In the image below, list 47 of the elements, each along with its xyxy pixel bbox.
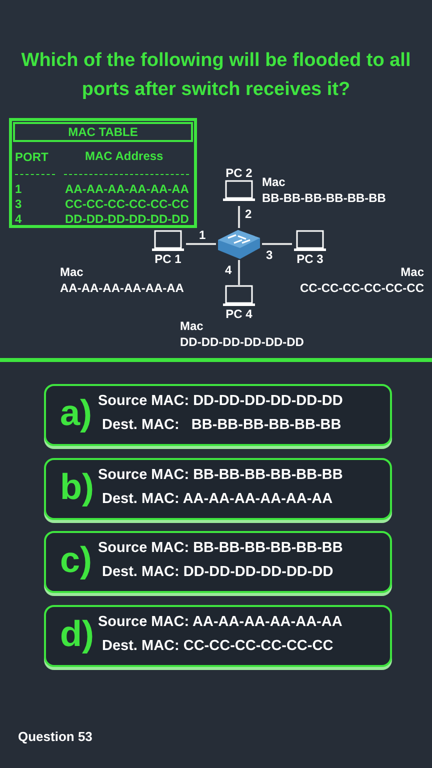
column-header: PORT [15, 150, 48, 164]
mac-address-label: Mac [400, 264, 424, 280]
mac-address-label: Mac [60, 264, 84, 280]
option-letter: d) [60, 613, 94, 655]
link-line [238, 260, 240, 285]
table-cell: 3 [15, 197, 22, 211]
mac-address-label: CC-CC-CC-CC-CC-CC [300, 280, 424, 296]
table-cell: 4 [15, 212, 22, 226]
column-header: MAC Address [85, 149, 164, 163]
pc-label: PC 3 [296, 252, 324, 266]
table-header: MAC TABLE [13, 122, 193, 142]
answer-card [44, 531, 392, 593]
answer-card [44, 458, 392, 520]
pc-label: PC 2 [226, 166, 252, 180]
pc-label: PC 4 [226, 307, 252, 321]
link-line [262, 243, 292, 245]
answer-card [44, 384, 392, 446]
table-cell: CC-CC-CC-CC-CC-CC [65, 197, 189, 211]
port-number: 4 [224, 264, 233, 277]
question-number: Question 53 [18, 729, 92, 744]
mac-address-label: DD-DD-DD-DD-DD-DD [180, 334, 304, 350]
answer-text: Source MAC: BB-BB-BB-BB-BB-BB [98, 466, 343, 484]
mac-address-label: Mac [262, 174, 286, 190]
answer-text: Dest. MAC: DD-DD-DD-DD-DD-DD [102, 563, 334, 581]
option-letter: c) [60, 539, 92, 581]
answer-text: Source MAC: BB-BB-BB-BB-BB-BB [98, 539, 343, 557]
title: Which of the following will be flooded to all ports after switch receives it? [20, 49, 412, 102]
port-number: 3 [265, 249, 274, 262]
link-line [186, 243, 216, 245]
answer-text: Dest. MAC: BB-BB-BB-BB-BB-BB [102, 416, 342, 434]
mac-address-label: Mac [180, 318, 204, 334]
option-letter: a) [60, 392, 92, 434]
port-number: 1 [198, 229, 207, 242]
answer-text: Dest. MAC: CC-CC-CC-CC-CC-CC [102, 637, 334, 655]
answer-text: Source MAC: AA-AA-AA-AA-AA-AA [98, 613, 342, 631]
link-line [238, 206, 240, 228]
table-cell: 1 [15, 182, 22, 196]
table-cell: DD-DD-DD-DD-DD-DD [65, 212, 189, 226]
mac-address-label: BB-BB-BB-BB-BB-BB [262, 190, 386, 206]
answer-text: Source MAC: DD-DD-DD-DD-DD-DD [98, 392, 343, 410]
pc-label: PC 1 [154, 252, 182, 266]
table-cell: AA-AA-AA-AA-AA-AA [65, 182, 189, 196]
answer-card [44, 605, 392, 667]
port-number: 2 [244, 208, 253, 221]
answer-text: Dest. MAC: AA-AA-AA-AA-AA-AA [102, 490, 333, 508]
mac-address-label: AA-AA-AA-AA-AA-AA [60, 280, 184, 296]
option-letter: b) [60, 466, 94, 508]
